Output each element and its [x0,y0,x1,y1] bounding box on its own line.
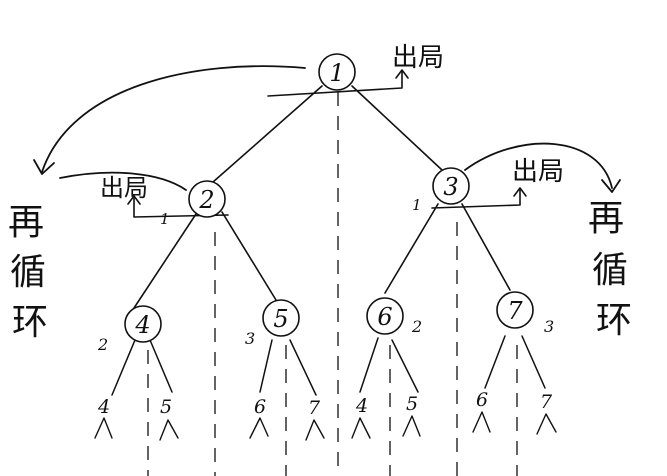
tree-node-2: 2 [188,180,226,218]
node-label: 6 [377,303,392,331]
leaf-label: 4 [97,396,110,418]
edge-label: 3 [245,329,255,348]
loop-label-char: 环 [596,300,632,341]
node-label: 7 [507,297,523,325]
exit-label-top: 出局 [392,43,444,73]
node-label: 3 [443,173,458,201]
tree-node-7: 7 [496,291,534,329]
loop-label-char: 循 [10,252,46,293]
tree-node-6: 6 [366,297,404,335]
exit-arrow-top [267,69,409,97]
leaf-label: 4 [355,395,368,417]
leaf-label: 7 [540,391,553,413]
edge-label: 3 [544,317,554,336]
leaf-label: 5 [160,396,172,418]
leaf-label: 6 [476,389,488,411]
leaf-branches [111,335,546,396]
node-label: 2 [198,186,214,214]
leaf-forks [94,411,557,441]
loop-arrow-right [464,142,621,193]
leaf-label: 5 [406,393,418,415]
node-label: 4 [134,311,150,339]
loop-arrow-left [33,65,306,191]
exit-label-left: 出局 [100,174,148,202]
loop-label-char: 循 [592,250,628,291]
loop-label-char: 环 [12,302,48,343]
tree-node-3: 3 [432,167,470,205]
exit-label-right: 出局 [512,157,564,187]
tree-node-1: 1 [318,53,356,91]
edge-label: 1 [160,210,170,228]
leaf-group-6: 4 5 [355,393,418,417]
loop-label-char: 再 [8,202,44,243]
tree-edges [133,85,511,309]
leaf-group-5: 6 7 [254,396,321,419]
leaf-label: 6 [254,396,266,418]
leaf-label: 7 [308,397,321,419]
exit-arrow-right [431,187,527,209]
edge-label: 1 [412,196,422,214]
leaf-group-4: 4 5 [97,396,172,418]
node-label: 5 [273,305,288,333]
exit-arrow-left [127,195,229,218]
edge-label: 2 [97,335,108,354]
loop-label-right: 再 循 环 [588,198,632,341]
loop-label-char: 再 [588,198,624,239]
edge-label: 2 [411,317,422,336]
loop-label-left: 再 循 环 [8,202,48,343]
node-label: 1 [329,59,344,87]
leaf-group-7: 6 7 [476,389,553,413]
tree-node-5: 5 [262,299,300,337]
dashed-guides [147,92,518,476]
tree-node-4: 4 [124,305,162,343]
